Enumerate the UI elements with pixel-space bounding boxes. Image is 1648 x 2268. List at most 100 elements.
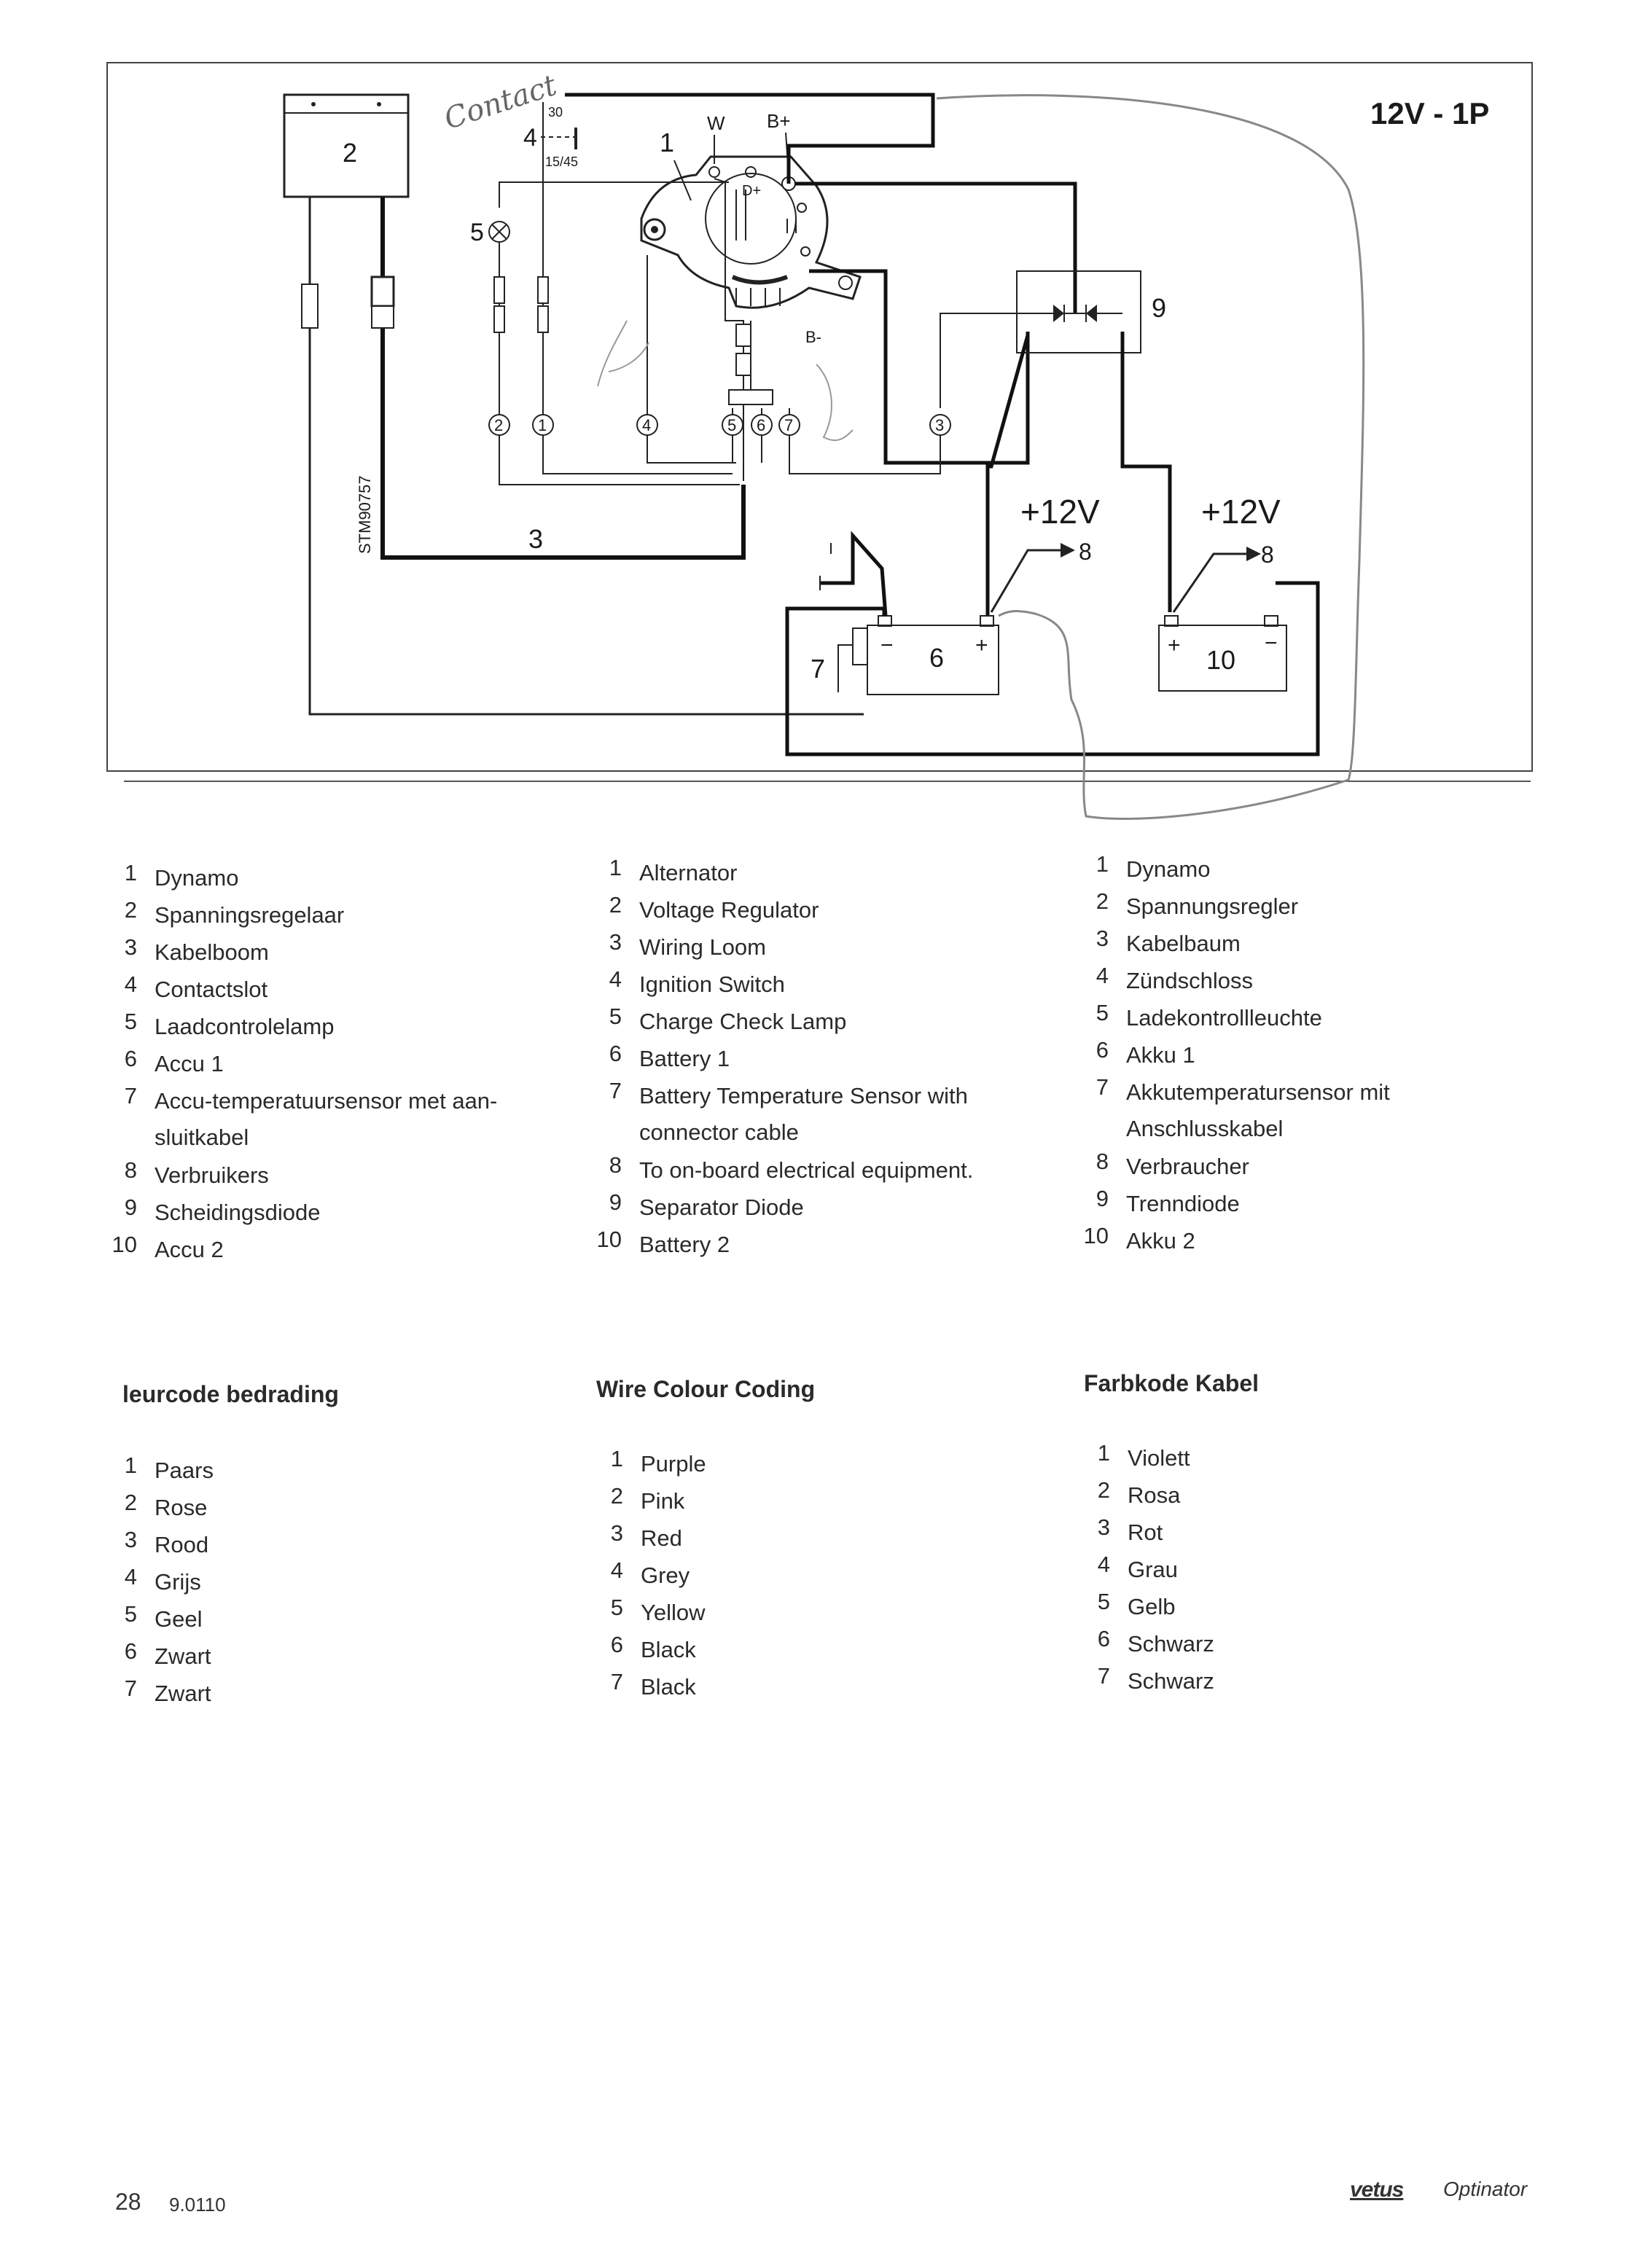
svg-text:8: 8 — [1079, 539, 1092, 565]
svg-text:30: 30 — [548, 105, 563, 120]
brand-logo: vetus — [1350, 2178, 1404, 2202]
svg-text:2: 2 — [494, 416, 503, 434]
diagram-frame — [106, 62, 1533, 772]
battery-1: − + 6 — [867, 615, 999, 695]
battery-2: + − 10 — [1158, 615, 1287, 692]
voltage-regulator: 2 — [283, 93, 410, 198]
separator-diode: 9 — [1016, 270, 1166, 353]
svg-text:−: − — [880, 633, 894, 657]
doc-code: 9.0110 — [169, 2194, 226, 2216]
wire-number-markers: 2 1 4 5 6 7 3 — [488, 414, 951, 436]
svg-text:3: 3 — [528, 524, 543, 554]
product-name: Optinator — [1443, 2178, 1528, 2200]
svg-text:−: − — [1265, 631, 1278, 655]
svg-text:8: 8 — [1261, 541, 1274, 568]
svg-text:1: 1 — [538, 416, 547, 434]
alternator: 1 W B+ D+ B- — [640, 110, 862, 346]
svg-text:15/45: 15/45 — [545, 155, 578, 169]
svg-text:7: 7 — [811, 654, 825, 684]
svg-text:9: 9 — [1152, 293, 1166, 323]
colour-heading-german: Farbkode Kabel — [1084, 1370, 1260, 1396]
svg-text:2: 2 — [343, 138, 357, 168]
svg-text:5: 5 — [470, 219, 484, 246]
page-number: 28 — [115, 2189, 141, 2215]
svg-text:10: 10 — [1206, 645, 1235, 675]
diagram-title: 12V - 1P — [1370, 96, 1489, 130]
diagram-code: STM90757 — [356, 475, 374, 554]
svg-text:+: + — [975, 633, 988, 657]
svg-text:D+: D+ — [742, 183, 761, 199]
svg-text:B+: B+ — [767, 110, 791, 132]
svg-text:W: W — [707, 112, 725, 134]
svg-text:+12V: +12V — [1201, 493, 1281, 531]
svg-text:1: 1 — [660, 128, 674, 157]
colour-heading-dutch: leurcode bedrading — [122, 1381, 339, 1407]
colour-heading-english: Wire Colour Coding — [596, 1376, 816, 1402]
svg-text:+12V: +12V — [1020, 493, 1100, 531]
svg-text:6: 6 — [929, 643, 944, 673]
svg-text:4: 4 — [642, 416, 651, 434]
svg-text:B-: B- — [805, 328, 821, 346]
svg-text:4: 4 — [523, 124, 537, 152]
svg-text:+: + — [1168, 633, 1181, 657]
svg-text:5: 5 — [727, 416, 736, 434]
svg-text:6: 6 — [757, 416, 765, 434]
wiring-diagram: 12V - 1P 2 STM90757 3 Contact 30 15/45 4… — [106, 62, 1533, 820]
svg-text:7: 7 — [784, 416, 793, 434]
